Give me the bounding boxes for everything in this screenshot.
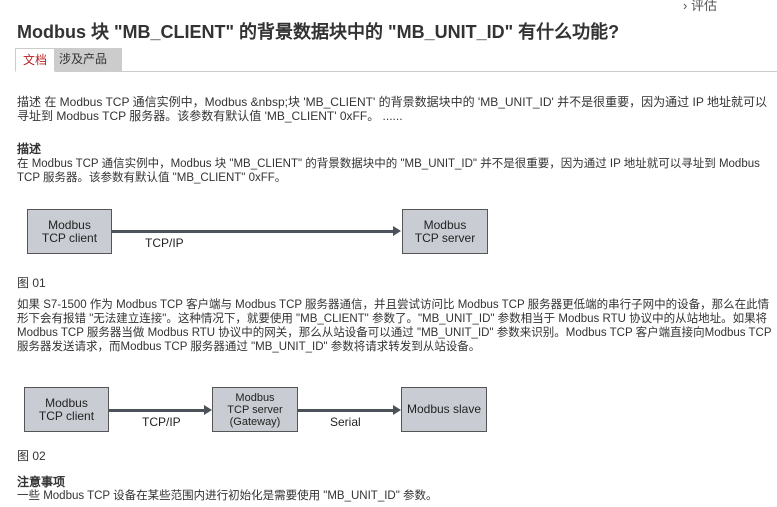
rate-link[interactable]: › 评估: [683, 0, 717, 13]
tcp-ip-label: TCP/IP: [142, 415, 181, 429]
figure-01-caption: 图 01: [17, 276, 46, 290]
description-heading: 描述: [17, 142, 42, 156]
paragraph-2: 如果 S7-1500 作为 Modbus TCP 客户端与 Modbus TCP…: [17, 299, 772, 353]
figure-02-caption: 图 02: [17, 449, 46, 463]
tcp-client-box: Modbus TCP client: [27, 209, 112, 254]
notes-text: 一些 Modbus TCP 设备在某些范围内进行初始化是需要使用 "MB_UNI…: [17, 490, 438, 502]
tcp-arrow: [109, 405, 212, 415]
gateway-box: Modbus TCP server (Gateway): [212, 387, 298, 432]
tab-related-products[interactable]: 涉及产品: [52, 48, 122, 72]
description-text: 在 Modbus TCP 通信实例中，Modbus 块 "MB_CLIENT" …: [17, 158, 760, 184]
tab-divider: [17, 71, 777, 72]
serial-label: Serial: [330, 415, 361, 429]
page-title: Modbus 块 "MB_CLIENT" 的背景数据块中的 "MB_UNIT_I…: [17, 22, 620, 42]
serial-arrow: [298, 405, 401, 415]
modbus-slave-box: Modbus slave: [401, 387, 487, 432]
summary-text: 描述 在 Modbus TCP 通信实例中，Modbus &nbsp;块 'MB…: [17, 95, 767, 123]
tcp-ip-label: TCP/IP: [145, 236, 184, 250]
tcp-client-box: Modbus TCP client: [24, 387, 109, 432]
tcp-server-box: Modbus TCP server: [402, 209, 488, 254]
tcp-arrow: [112, 226, 401, 236]
tab-document[interactable]: 文档: [15, 48, 56, 72]
notes-heading: 注意事项: [17, 475, 66, 489]
